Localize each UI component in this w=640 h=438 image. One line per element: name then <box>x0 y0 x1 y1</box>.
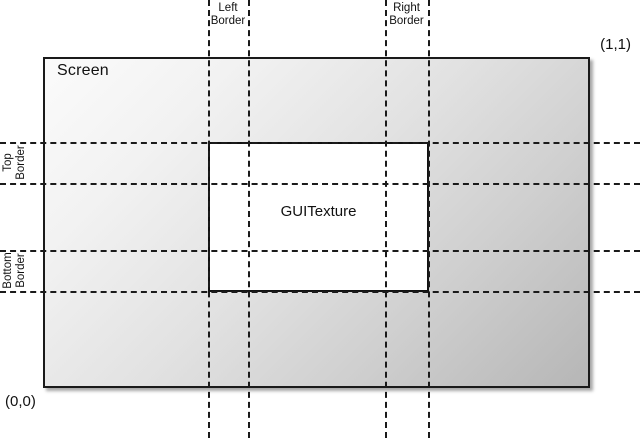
top-border-label-line2: Border <box>14 145 27 180</box>
right-border-label-line1: Right <box>393 2 420 14</box>
top-border-label: Top Border <box>2 142 27 183</box>
guide-line-vertical-right-outer <box>428 0 430 438</box>
guitexture-label: GUITexture <box>280 203 357 220</box>
bottom-border-label-line1: Bottom <box>2 252 14 289</box>
guide-line-vertical-right-inner <box>385 0 387 438</box>
right-border-label: Right Border <box>385 2 428 27</box>
guide-line-horizontal-top-inner <box>0 183 640 185</box>
screen-label: Screen <box>57 62 109 79</box>
right-border-label-line2: Border <box>389 14 424 27</box>
top-border-label-line1: Top <box>2 153 14 172</box>
bottom-border-label-line2: Border <box>14 253 27 288</box>
guide-line-horizontal-top-outer <box>0 142 640 144</box>
coordinate-label-bottom-left: (0,0) <box>5 393 36 410</box>
guide-line-vertical-left-outer <box>208 0 210 438</box>
bottom-border-label: Bottom Border <box>2 250 27 291</box>
left-border-label-line1: Left <box>218 2 238 14</box>
left-border-label: Left Border <box>208 2 248 27</box>
coordinate-label-top-right: (1,1) <box>600 36 631 53</box>
left-border-label-line2: Border <box>210 14 246 27</box>
guide-line-vertical-left-inner <box>248 0 250 438</box>
guide-line-horizontal-bottom-inner <box>0 250 640 252</box>
guide-line-horizontal-bottom-outer <box>0 291 640 293</box>
guitexture-rectangle <box>208 142 429 292</box>
